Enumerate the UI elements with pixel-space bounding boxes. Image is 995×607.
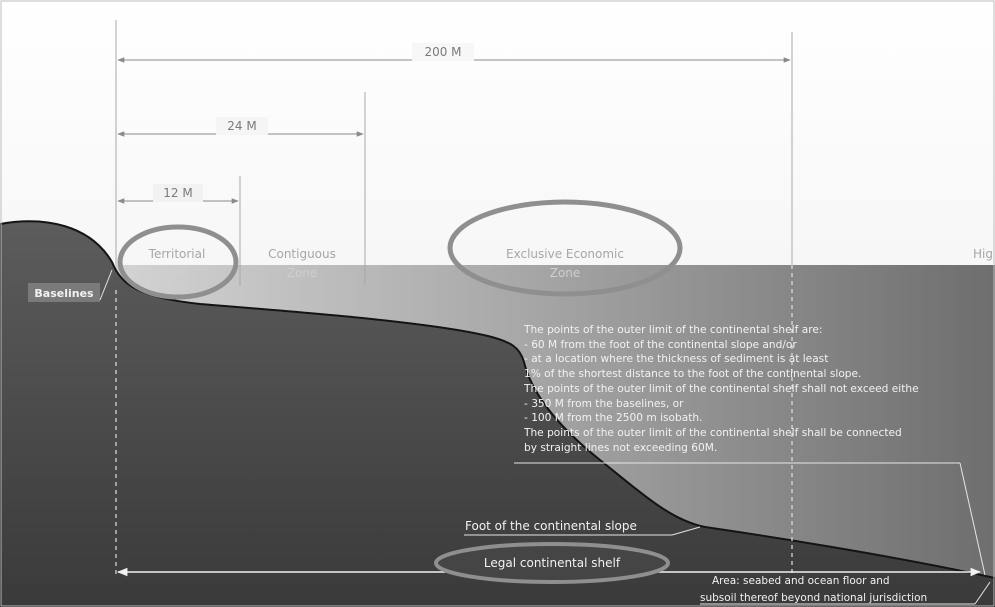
seabed-profile — [0, 220, 995, 607]
eez-label-2: Zone — [550, 266, 581, 280]
foot-of-slope-leader — [671, 526, 701, 536]
legal-shelf-label: Legal continental shelf — [484, 556, 621, 570]
legal-shelf-highlight — [434, 542, 670, 584]
area-leader — [974, 581, 991, 605]
note-line: The points of the outer limit of the con… — [524, 426, 902, 439]
note-line: - 100 M from the 2500 m isobath. — [524, 412, 703, 425]
note-leader — [959, 462, 986, 576]
label-200m: 200 M — [424, 45, 461, 59]
eez-label-1: Exclusive Economic — [506, 247, 624, 261]
territorial-sea-label-2: Sea — [166, 266, 188, 280]
outer-limit-note: The points of the outer limit of the con… — [524, 323, 994, 455]
area-label-1: Area: seabed and ocean floor and — [712, 575, 890, 587]
label-24m: 24 M — [227, 119, 256, 133]
contiguous-zone-label-1: Contiguous — [268, 247, 336, 261]
contiguous-zone-label-2: Zone — [287, 266, 318, 280]
baselines-leader — [99, 269, 113, 301]
territorial-sea-highlight — [117, 224, 239, 300]
label-pad-200m — [412, 43, 474, 61]
high-seas-label: Hig — [973, 247, 993, 261]
label-pad-12m — [153, 184, 203, 202]
note-line: The points of the outer limit of the con… — [524, 324, 823, 336]
note-line: The points of the outer limit of the con… — [524, 382, 919, 395]
note-line: 1% of the shortest distance to the foot … — [524, 368, 862, 381]
baselines-tag — [28, 283, 100, 302]
note-line: by straight lines not exceeding 60M. — [524, 441, 718, 454]
note-line: - 60 M from the foot of the continental … — [524, 338, 797, 351]
area-label-2: subsoil thereof beyond national jurisdic… — [700, 592, 927, 604]
foot-of-slope-label: Foot of the continental slope — [465, 519, 637, 533]
territorial-sea-label-1: Territorial — [148, 247, 206, 261]
eez-highlight — [447, 199, 683, 297]
label-pad-24m — [216, 117, 268, 135]
baselines-label: Baselines — [34, 287, 94, 300]
note-line: - at a location where the thickness of s… — [524, 353, 829, 366]
label-12m: 12 M — [163, 186, 192, 200]
note-line: - 350 M from the baselines, or — [524, 397, 684, 410]
